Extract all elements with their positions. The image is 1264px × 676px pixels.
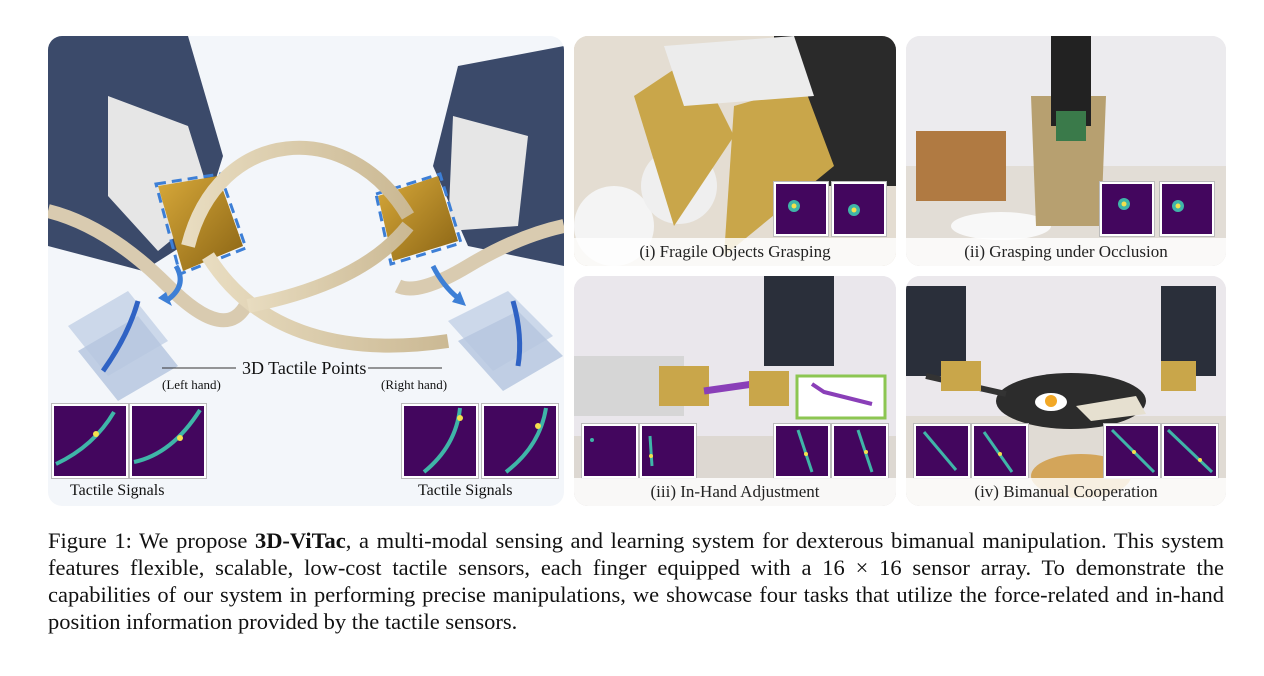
- right-hand-label: (Right hand): [381, 377, 448, 392]
- bimanual-rope-photo: [48, 36, 564, 401]
- left-hand-label: (Left hand): [162, 377, 221, 392]
- bimanual-heatmap: [1162, 424, 1218, 478]
- grasp-heatmap: [1100, 182, 1154, 236]
- tactile-heatmap: [402, 404, 478, 478]
- adjust-heatmap: [832, 424, 888, 478]
- adjust-heatmap: [640, 424, 696, 478]
- task-caption: (ii) Grasping under Occlusion: [906, 238, 1226, 266]
- tactile-heatmap: [52, 404, 128, 478]
- grasp-heatmap: [832, 182, 886, 236]
- task-caption: (i) Fragile Objects Grasping: [574, 238, 896, 266]
- adjust-heatmap: [582, 424, 638, 478]
- task-panel-bimanual: (iv) Bimanual Cooperation: [906, 276, 1226, 506]
- bimanual-heatmap: [972, 424, 1028, 478]
- task-caption: (iii) In-Hand Adjustment: [574, 478, 896, 506]
- task-panel-fragile: (i) Fragile Objects Grasping: [574, 36, 896, 266]
- grasp-heatmap: [1160, 182, 1214, 236]
- figure-label: Figure 1:: [48, 528, 132, 553]
- task-caption: (iv) Bimanual Cooperation: [906, 478, 1226, 506]
- bimanual-heatmap: [914, 424, 970, 478]
- bimanual-heatmap: [1104, 424, 1160, 478]
- caption-body: , a multi-modal sensing and learning sys…: [48, 528, 1224, 634]
- tactile-signals-left: Tactile Signals: [70, 482, 165, 499]
- tactile-points-title: 3D Tactile Points: [242, 358, 367, 378]
- tactile-signals-right: Tactile Signals: [418, 482, 513, 499]
- system-name: 3D-ViTac: [254, 528, 346, 553]
- grasp-heatmap: [774, 182, 828, 236]
- task-panel-inhand: (iii) In-Hand Adjustment: [574, 276, 896, 506]
- figure-caption: Figure 1: We propose 3D-ViTac, a multi-m…: [48, 527, 1224, 635]
- occlusion-grasp-photo: [906, 36, 1226, 266]
- task-panel-occlusion: (ii) Grasping under Occlusion: [906, 36, 1226, 266]
- main-panel: 3D Tactile Points (Left hand) (Right han…: [48, 36, 564, 506]
- caption-intro: We propose: [131, 528, 255, 553]
- tactile-heatmap: [482, 404, 558, 478]
- tactile-heatmap: [130, 404, 206, 478]
- adjust-heatmap: [774, 424, 830, 478]
